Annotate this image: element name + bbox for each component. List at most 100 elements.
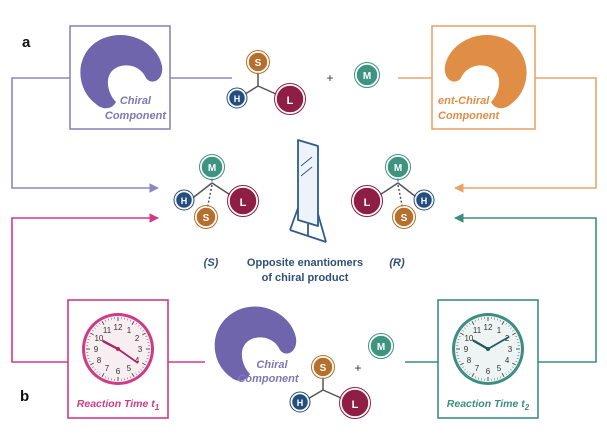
clock-tick [471,372,475,377]
clock-numeral: 10 [464,334,473,343]
clock-tick [131,321,135,326]
clock-numeral: 1 [497,326,502,335]
atom-m: M [199,154,225,180]
atom-m-bottom: M [368,333,394,359]
clock-tick [515,360,518,363]
clock-tick [131,372,135,377]
svg-text:H: H [297,398,304,408]
clock-tick [104,376,107,379]
bottom-chiral-component-label-2: Component [237,373,299,385]
clock-tick [140,327,142,330]
clock-tick [107,318,109,321]
chiral-component-box: Chiral Component [69,25,171,130]
clock-tick [88,360,91,363]
clock-tick [94,368,96,371]
svg-text:M: M [377,342,385,353]
clock-tick [127,318,129,321]
clock-numeral: 5 [497,364,502,373]
bottom-substrate-molecule: S H L [289,355,371,419]
clock-tick [90,362,95,366]
clock-numeral: 1 [127,326,132,335]
ent-chiral-component-box: ent-Chiral Component [431,25,536,130]
atom-h: H [226,87,248,109]
clock-tick [516,358,519,360]
clock-tick [135,373,138,376]
ent-chiral-component-label-1: ent-Chiral [438,95,490,107]
clock-numeral: 6 [486,367,491,376]
center-caption-line-2: of chiral product [262,272,349,284]
config-label-s: (S) [204,257,219,269]
clock-tick [135,322,138,325]
reaction-time-2-label: Reaction Time t2 [447,398,530,412]
clock-numeral: 9 [94,345,99,354]
clock-tick [145,335,148,338]
clock-numeral: 7 [105,364,110,373]
center-caption-line-1: Opposite enantiomers [247,257,363,269]
clock-tick [145,360,148,363]
clock-tick [129,319,132,322]
svg-text:M: M [208,163,216,174]
clock-tick [87,358,90,360]
clock-tick [96,325,99,327]
svg-text:L: L [240,197,247,209]
clock-numeral: 11 [473,326,482,335]
atom-h: H [173,189,195,211]
connector-lines [11,77,597,363]
clock-tick [94,327,96,330]
clock-tick [510,327,512,330]
clock-tick [146,358,149,360]
clock-tick [471,321,475,326]
clock-numeral: 5 [127,364,132,373]
clock-tick [142,366,145,369]
clock-tick [464,368,466,371]
panel-b-label: b [20,388,29,405]
clock-numeral: 2 [135,334,140,343]
clock-tick [466,325,469,327]
clock-tick [515,335,518,338]
clock-tick [474,319,477,322]
clock-tick [457,358,460,360]
atom-l: L [274,83,306,115]
clock-tick [96,371,99,373]
clock-tick [140,368,142,371]
svg-text:S: S [255,58,262,69]
clock-tick [511,332,516,336]
bottom-chiral-component-label-1: Chiral [256,359,288,371]
clock-tick [460,332,465,336]
atom-l: L [339,387,371,419]
clock-hour-hand [102,340,120,351]
clock-tick [468,322,471,325]
clock-tick [458,335,461,338]
s-enantiomer-molecule: M H L S [173,154,259,229]
clock-tick [511,362,516,366]
clock-tick [464,327,466,330]
atom-l: L [227,185,259,217]
clock-numeral: 12 [484,323,493,332]
clock-numeral: 3 [508,345,513,354]
clock-tick [468,373,471,376]
clock-numeral: 8 [467,356,472,365]
clock-tick [499,319,502,322]
clock-tick [141,362,146,366]
svg-text:M: M [394,163,402,174]
clock-numeral: 3 [138,345,143,354]
clock-tick [507,371,510,373]
clock-tick [104,319,107,322]
clock-center [116,347,120,351]
clock-tick [510,368,512,371]
plus-sign-top: + [326,71,333,85]
clock-numeral: 11 [103,326,112,335]
clock-tick [142,329,145,332]
clock-tick [512,366,515,369]
ent-chiral-component-label-2: Component [438,110,500,122]
svg-text:S: S [320,363,327,374]
svg-text:S: S [203,213,210,224]
clock-tick [497,377,499,380]
clock-tick [458,360,461,363]
clock-tick [129,376,132,379]
clock-numeral: 6 [116,367,121,376]
clock-numeral: 4 [505,356,510,365]
svg-text:H: H [421,196,428,206]
